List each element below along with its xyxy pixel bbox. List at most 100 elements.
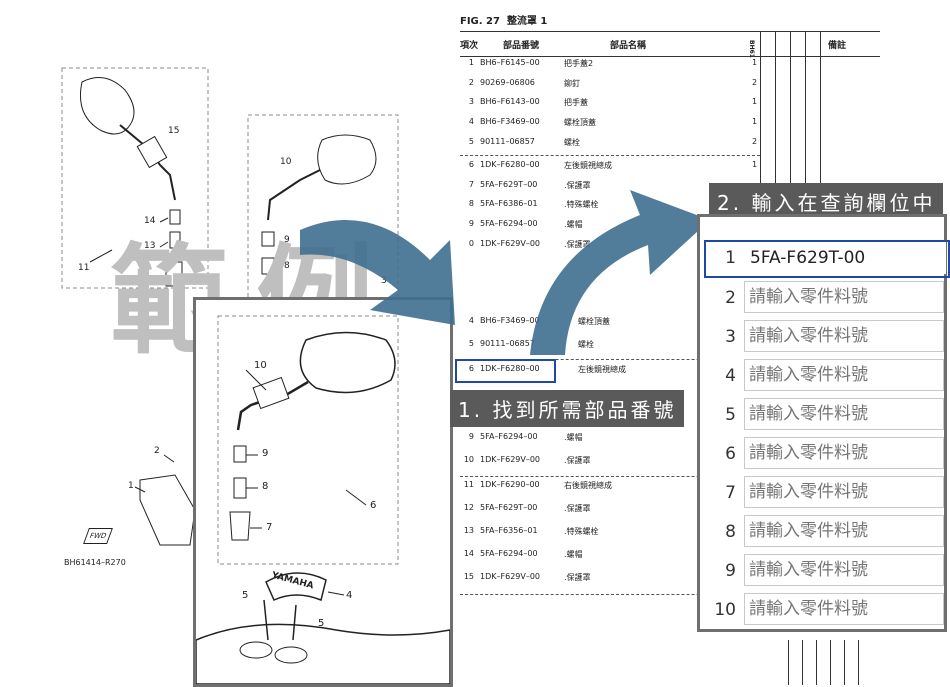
- table-header-rule: [460, 56, 880, 57]
- col-line: [830, 640, 831, 685]
- part-query-form: 1 2 3 4 5 6 7 8 9 10: [697, 214, 950, 632]
- step2-label: 2. 輸入在查詢欄位中: [709, 183, 944, 220]
- zoomed-mirror-diagram: [196, 315, 450, 684]
- header-part-name: 部品名稱: [610, 41, 647, 51]
- part-number-input-10[interactable]: [744, 593, 944, 625]
- part-number-input-4[interactable]: [744, 359, 944, 391]
- query-row-2: 2: [706, 281, 944, 315]
- col-line: [788, 640, 789, 685]
- zoom-callout-9: 9: [262, 448, 269, 459]
- step1-label: 1. 找到所需部品番號: [450, 390, 685, 427]
- row-number: 2: [725, 288, 736, 308]
- row-number: 5: [725, 405, 736, 425]
- col-line: [802, 640, 803, 685]
- callout-10: 10: [280, 157, 292, 167]
- figure-title: FIG. 27 整流罩 1: [460, 16, 548, 27]
- header-item: 項次: [460, 41, 479, 51]
- zoom-callout-5a: 5: [242, 590, 249, 601]
- arrow-to-part-icon: [300, 220, 455, 325]
- zoom-callout-4: 4: [346, 590, 353, 601]
- part-number-input-3[interactable]: [744, 320, 944, 352]
- arrow-to-query-icon: [530, 190, 710, 355]
- group-divider: [460, 359, 760, 360]
- callout-2: 2: [154, 446, 160, 456]
- col-line: [820, 31, 821, 221]
- row-number: 3: [725, 327, 736, 347]
- part-number-input-5[interactable]: [744, 398, 944, 430]
- query-row-1: 1: [704, 240, 950, 278]
- row-number: 7: [725, 483, 736, 503]
- callout-13: 13: [144, 241, 156, 251]
- part-number-input-8[interactable]: [744, 515, 944, 547]
- part-number-input-1[interactable]: [746, 242, 946, 274]
- row-number: 4: [725, 366, 736, 386]
- query-row-8: 8: [706, 515, 944, 549]
- exploded-parts-diagram: [61, 67, 399, 546]
- diagram-code: BH61414–R270: [64, 558, 126, 567]
- callout-1: 1: [128, 481, 134, 491]
- group-divider: [460, 476, 760, 477]
- part-number-input-9[interactable]: [744, 554, 944, 586]
- query-row-9: 9: [706, 554, 944, 588]
- callout-9: 9: [284, 235, 290, 245]
- callout-12: 12: [142, 278, 154, 288]
- table-top-rule: [460, 31, 880, 32]
- col-line: [760, 31, 761, 221]
- row-number: 10: [714, 600, 736, 620]
- col-line: [858, 640, 859, 685]
- part-number-input-7[interactable]: [744, 476, 944, 508]
- zoom-callout-10: 10: [254, 360, 267, 371]
- part-number-input-2[interactable]: [744, 281, 944, 313]
- row-number: 6: [725, 444, 736, 464]
- group-divider: [460, 155, 760, 156]
- row-number: 8: [725, 522, 736, 542]
- zoom-callout-6: 6: [370, 500, 377, 511]
- col-line: [816, 640, 817, 685]
- part-number-highlight: [455, 359, 556, 383]
- header-remark: 備註: [828, 41, 847, 51]
- callout-14: 14: [144, 216, 156, 226]
- col-line: [805, 31, 806, 221]
- row-number: 1: [725, 248, 736, 268]
- callout-11: 11: [78, 263, 90, 273]
- query-row-6: 6: [706, 437, 944, 471]
- zoom-callout-5b: 5: [318, 618, 325, 629]
- query-row-4: 4: [706, 359, 944, 393]
- header-part-no: 部品番號: [503, 41, 540, 51]
- query-row-3: 3: [706, 320, 944, 354]
- col-line: [844, 640, 845, 685]
- row-number: 9: [725, 561, 736, 581]
- col-line: [775, 31, 776, 221]
- header-model-code: BH61: [748, 40, 755, 58]
- callout-3: 3: [381, 276, 387, 286]
- part-number-input-6[interactable]: [744, 437, 944, 469]
- query-row-10: 10: [706, 593, 944, 627]
- zoom-callout-8: 8: [262, 481, 269, 492]
- callout-8: 8: [284, 261, 290, 271]
- query-row-7: 7: [706, 476, 944, 510]
- col-line: [790, 31, 791, 221]
- callout-15: 15: [168, 126, 180, 136]
- group-divider: [460, 594, 760, 595]
- zoom-callout-7: 7: [266, 522, 273, 533]
- query-row-5: 5: [706, 398, 944, 432]
- zoomed-diagram-panel: 10 9 8 7 6 5 4 5 YAMAHA: [193, 297, 453, 687]
